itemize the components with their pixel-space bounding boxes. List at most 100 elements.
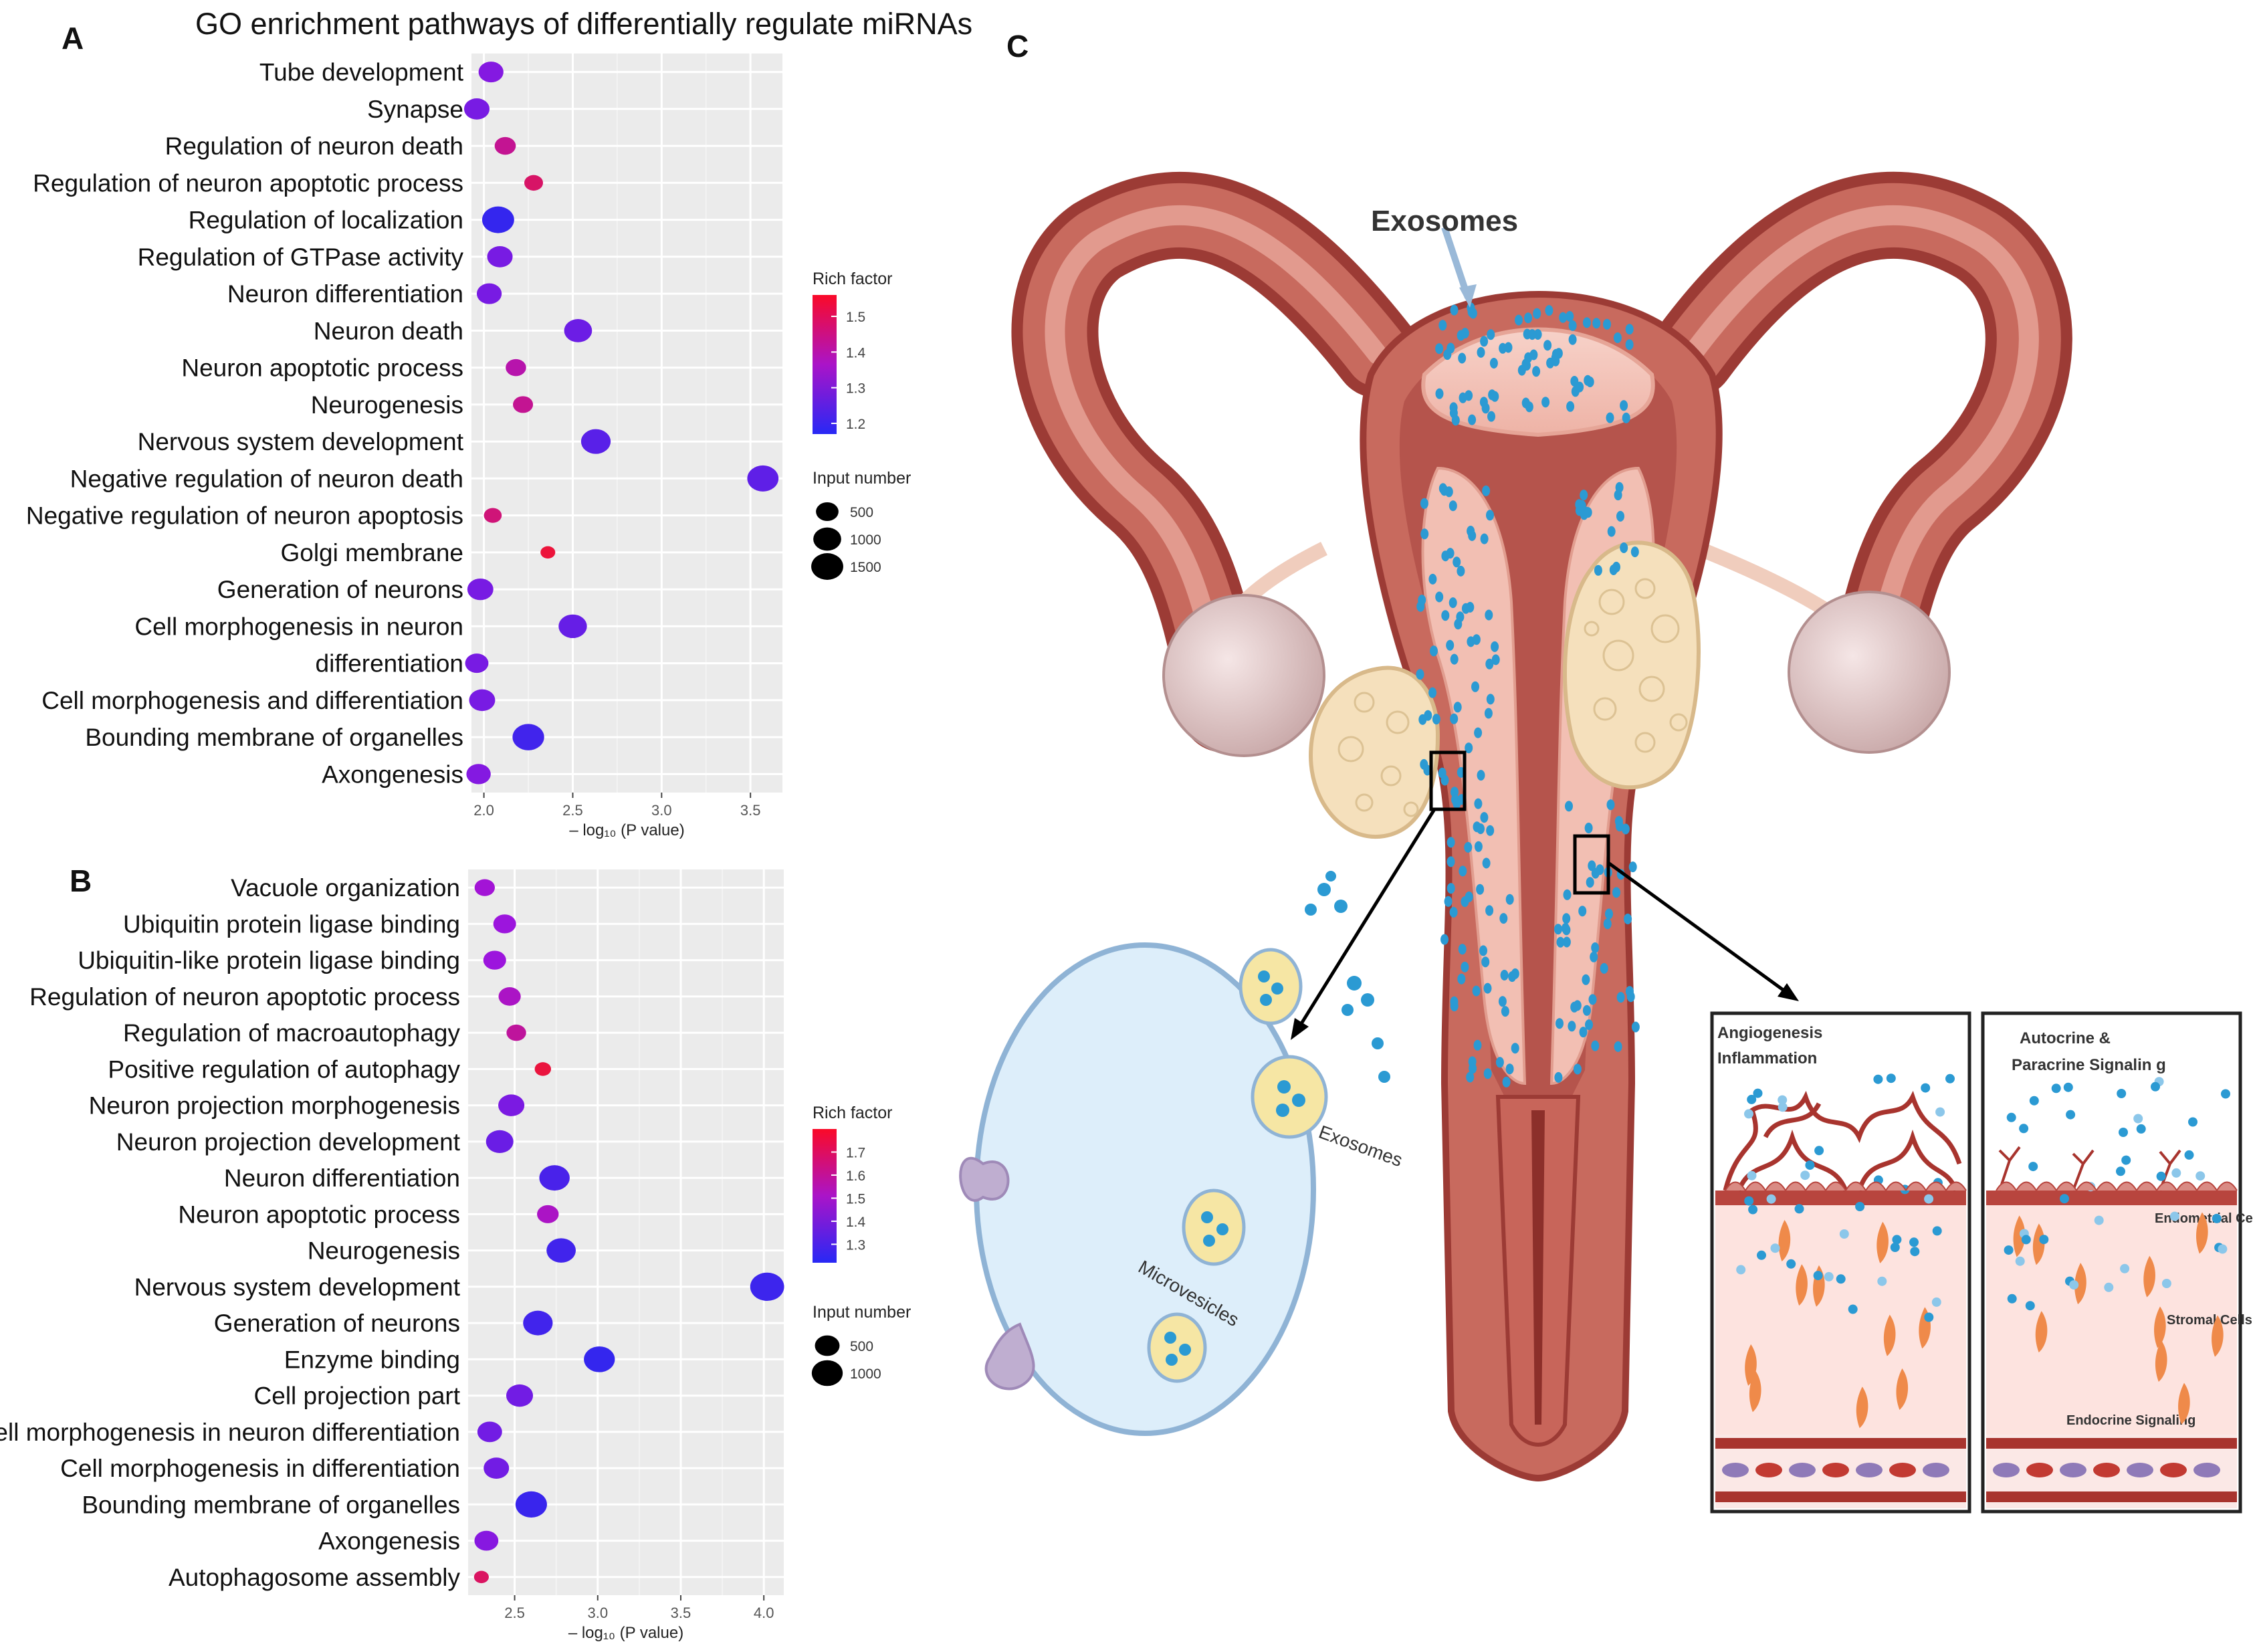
stromal-cell — [2178, 1382, 2190, 1425]
figure-title: GO enrichment pathways of differentially… — [195, 7, 973, 41]
exosome-dot — [1562, 913, 1571, 924]
stromal-label: Stromal Cells — [2167, 1313, 2252, 1328]
exosome-dot — [1486, 510, 1494, 521]
blood-cell — [2093, 1463, 2120, 1477]
tissue-exosome — [2066, 1110, 2076, 1120]
exosome-dot — [1615, 821, 1624, 832]
category-label: Cell morphogenesis in neuron differentia… — [0, 1419, 460, 1446]
endometrial-cell — [1996, 1181, 2017, 1191]
exosome-dot — [1584, 823, 1593, 833]
blood-cell — [1889, 1463, 1916, 1477]
data-point — [506, 1384, 534, 1407]
exosome-dot — [1458, 944, 1467, 955]
color-tick-label: 1.6 — [846, 1168, 865, 1184]
stromal-cell — [2155, 1340, 2167, 1382]
tissue-exosome — [2069, 1280, 2079, 1290]
exosome-dot — [1488, 389, 1497, 401]
exosome-dot — [1500, 970, 1509, 980]
exosome-dot — [1491, 641, 1499, 652]
exosome-dot — [1477, 823, 1485, 835]
box2-title-line2: Paracrine Signalin g — [2012, 1056, 2166, 1074]
exosome-dot — [1457, 973, 1466, 985]
x-tick-label: 3.0 — [587, 1605, 608, 1621]
exosome-dot — [1476, 884, 1485, 895]
category-label: Bounding membrane of organelles — [85, 724, 463, 751]
endometrial-cell — [2016, 1181, 2037, 1191]
tissue-exosome — [2151, 1081, 2160, 1092]
stromal-cell — [1856, 1386, 1868, 1429]
plot-background — [471, 54, 782, 793]
exosome-dot — [1435, 388, 1444, 399]
blood-cell — [1822, 1463, 1849, 1477]
exosome-dot — [1625, 324, 1634, 335]
exosome-dot — [1420, 498, 1428, 509]
exosome-dot — [1446, 639, 1455, 651]
data-point — [466, 764, 491, 785]
tissue-exosome — [2063, 1082, 2073, 1092]
endometrial-cell — [1745, 1181, 1766, 1191]
exosome-dot — [1596, 864, 1604, 875]
exosome-dot — [1435, 343, 1444, 354]
exosome-dot — [1416, 601, 1425, 612]
category-label: Negative regulation of neuron apoptosis — [26, 502, 463, 530]
exosome-dot — [1483, 1068, 1492, 1079]
exosome-dot — [1489, 358, 1498, 369]
tissue-exosome — [1931, 1297, 1941, 1307]
blood-cell — [1789, 1463, 1816, 1477]
exosome-dot — [1566, 311, 1574, 322]
tissue-exosome — [2094, 1215, 2104, 1225]
tissue-exosome — [1778, 1095, 1788, 1105]
exosome-dot — [1582, 1005, 1591, 1016]
blood-cell — [1755, 1463, 1782, 1477]
tissue-exosome — [1910, 1247, 1920, 1257]
tissue-exosome — [1909, 1237, 1919, 1247]
exosome-dot — [1468, 414, 1477, 425]
plot-background — [468, 869, 784, 1595]
tissue-exosome — [1945, 1073, 1955, 1083]
blood-cell — [1856, 1463, 1883, 1477]
data-point — [487, 246, 513, 268]
exosome-dot — [1473, 1039, 1482, 1051]
stromal-cell — [1796, 1264, 1808, 1306]
size-legend-label: 1000 — [850, 532, 881, 548]
tissue-exosome — [2060, 1194, 2069, 1204]
size-legend-dot — [813, 527, 841, 551]
tissue-exosome — [1753, 1088, 1763, 1098]
stromal-cell — [2195, 1212, 2208, 1254]
tissue-exosome — [1855, 1202, 1865, 1211]
exosome-dot — [1440, 934, 1449, 945]
exosome-dot — [1446, 856, 1455, 867]
blood-cell — [2160, 1463, 2187, 1477]
exosome-dot — [1498, 996, 1507, 1007]
data-point — [483, 950, 506, 970]
data-point — [498, 1094, 525, 1116]
stromal-cell — [1749, 1370, 1761, 1413]
data-point — [484, 1457, 510, 1479]
exosome-dot — [1464, 841, 1473, 853]
size-legend-title: Input number — [813, 469, 911, 488]
blood-cell — [1923, 1463, 1949, 1477]
exosome-dot — [1480, 336, 1489, 347]
tissue-exosome — [2029, 1096, 2039, 1106]
color-bar — [813, 295, 837, 434]
exosome-dot — [1568, 334, 1577, 345]
tissue-exosome — [1766, 1194, 1776, 1204]
exosome-dot — [1588, 994, 1597, 1005]
category-label: Positive regulation of autophagy — [108, 1055, 460, 1083]
exosome-dot — [1603, 318, 1611, 330]
category-label: Ubiquitin protein ligase binding — [123, 910, 460, 938]
tissue-exosome — [1800, 1170, 1810, 1180]
exosome-dot — [1465, 891, 1473, 902]
tissue-exosome — [1805, 1160, 1815, 1170]
exosome-dot — [1606, 412, 1614, 423]
exosome-dot — [1444, 896, 1453, 907]
endometrial-cell — [2136, 1181, 2157, 1191]
exosome-dot — [1474, 841, 1483, 852]
endometrial-cell — [1805, 1181, 1826, 1191]
exosome-dot — [1605, 908, 1613, 920]
exosome-dot — [1554, 1071, 1563, 1083]
x-tick-label: 2.5 — [562, 802, 583, 819]
exosome-dot — [1416, 669, 1424, 680]
tissue-exosome — [2156, 1171, 2166, 1181]
exosome-dot — [1532, 366, 1541, 377]
